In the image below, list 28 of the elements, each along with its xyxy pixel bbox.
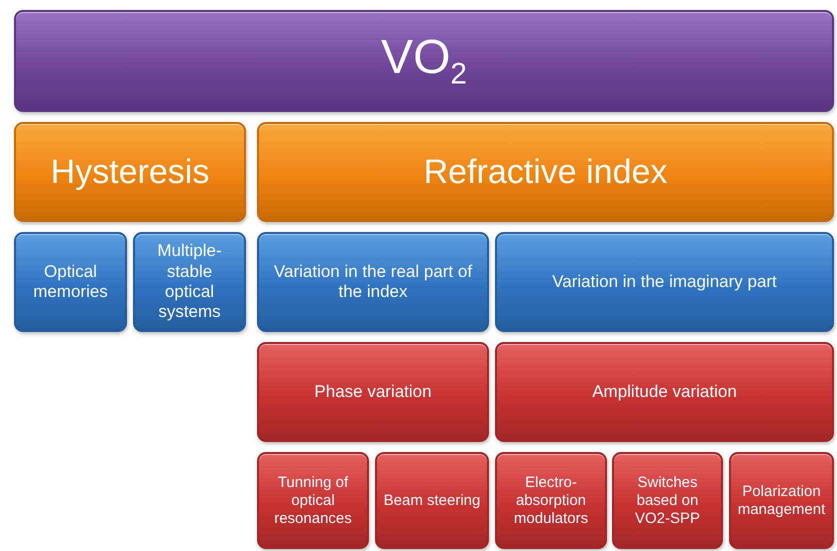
box-label: Variation in the real part of the index bbox=[272, 262, 474, 302]
box-label: Tunning of optical resonances bbox=[273, 474, 353, 528]
box-label: Amplitude variation bbox=[592, 382, 737, 402]
category-box bbox=[495, 342, 834, 442]
category-box bbox=[495, 452, 607, 549]
category-box bbox=[257, 232, 489, 332]
category-box bbox=[495, 232, 834, 332]
category-box bbox=[375, 452, 489, 549]
category-box bbox=[14, 232, 127, 332]
box-label: VO$_{2}$ bbox=[381, 30, 467, 93]
box-label: Switches based on VO2-SPP bbox=[634, 474, 702, 528]
category-box bbox=[612, 452, 723, 549]
box-label: Polarization management bbox=[737, 482, 826, 518]
box-label: Phase variation bbox=[314, 382, 432, 402]
box-label: Hysteresis bbox=[50, 152, 210, 192]
category-box bbox=[14, 122, 246, 222]
box-label: Variation in the imaginary part bbox=[552, 272, 777, 292]
box-label: Multiple-stable optical systems bbox=[156, 241, 223, 323]
category-box bbox=[257, 452, 369, 549]
category-box bbox=[257, 342, 489, 442]
box-label: Optical memories bbox=[32, 262, 109, 302]
box-label: Beam steering bbox=[384, 492, 480, 510]
category-box bbox=[729, 452, 834, 549]
category-box bbox=[14, 10, 834, 112]
box-label: Refractive index bbox=[424, 152, 668, 192]
box-label: Electro-absorption modulators bbox=[512, 474, 590, 528]
category-box bbox=[257, 122, 834, 222]
category-box bbox=[133, 232, 246, 332]
